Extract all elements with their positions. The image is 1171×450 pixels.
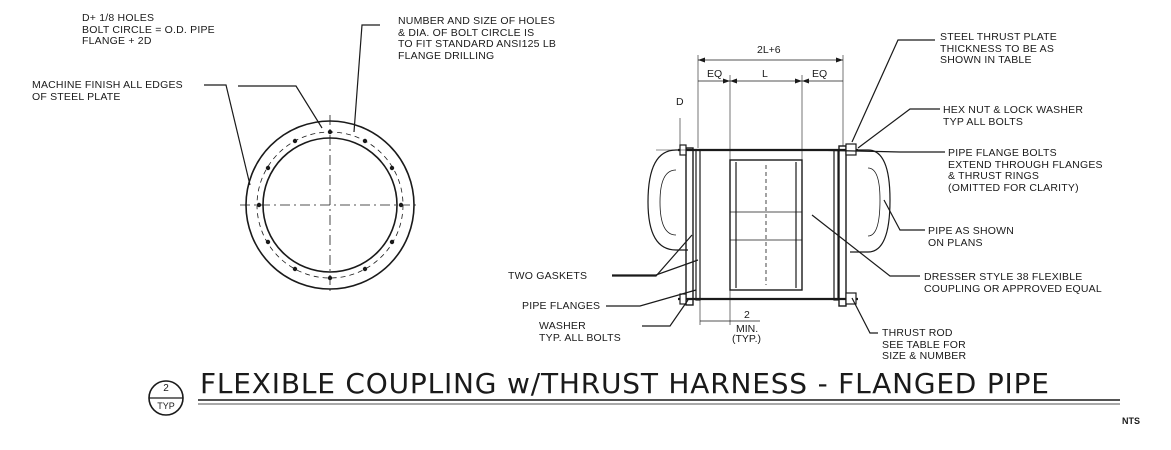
min-label-dim: MIN. xyxy=(736,323,759,335)
min-value-dim: 2 xyxy=(744,309,750,321)
detail-reference: TYP xyxy=(157,401,175,411)
bolt-holes xyxy=(256,129,404,281)
two-gaskets-note: TWO GASKETS xyxy=(508,270,588,282)
number-size-note: NUMBER AND SIZE OF HOLES& DIA. OF BOLT C… xyxy=(398,15,557,62)
flange-plate-end-view xyxy=(204,24,420,295)
scale-note: NTS xyxy=(1122,416,1140,426)
pipe-flanges-note: PIPE FLANGES xyxy=(522,300,601,312)
drawing-title: FLEXIBLE COUPLING w/THRUST HARNESS - FLA… xyxy=(200,367,1050,400)
length-dim: L xyxy=(762,68,768,80)
title-block xyxy=(148,380,1120,416)
eq-right-dim: EQ xyxy=(812,68,828,80)
detail-number: 2 xyxy=(163,383,169,394)
d-dim: D xyxy=(676,96,684,108)
min-typ-dim: (TYP.) xyxy=(732,333,761,345)
eq-left-dim: EQ xyxy=(707,68,723,80)
coupling-side-view xyxy=(606,39,945,334)
overall-length-dim: 2L+6 xyxy=(757,44,781,56)
